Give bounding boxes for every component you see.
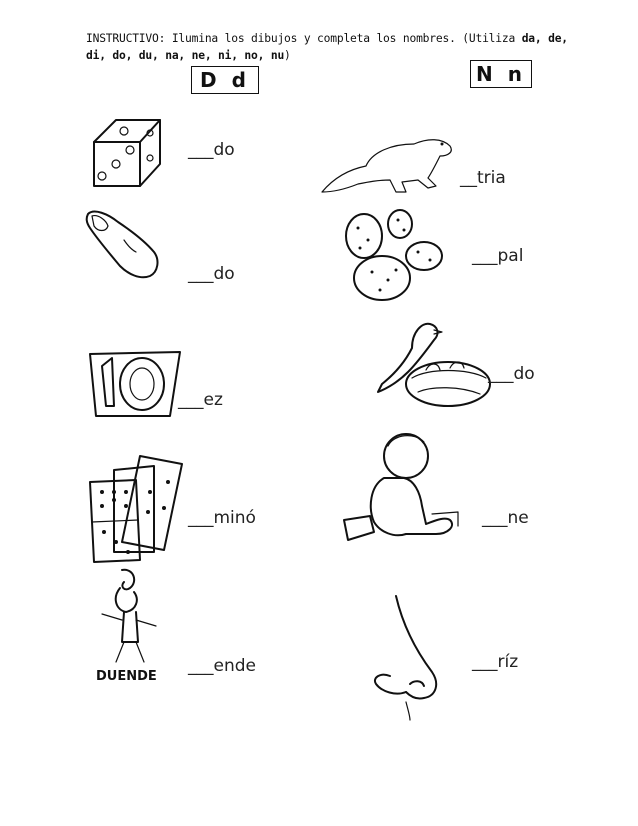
word-nene: ___ne — [482, 508, 529, 528]
bird-nest-icon — [368, 312, 492, 414]
elf-label: DUENDE — [96, 669, 157, 684]
word-duende: ___ende — [188, 656, 256, 676]
word-dado: ___do — [188, 140, 235, 160]
number-ten-icon — [86, 348, 186, 424]
word-nopal: ___pal — [472, 246, 524, 266]
word-nariz: ___ríz — [472, 652, 519, 672]
otter-icon — [318, 126, 458, 202]
word-dedo: ___do — [188, 264, 235, 284]
letter-box-d: D d — [191, 66, 259, 94]
word-diez: ___ez — [178, 390, 223, 410]
dice-icon — [88, 114, 168, 194]
cactus-icon — [338, 204, 448, 310]
finger-icon — [84, 206, 164, 284]
word-domino: ___minó — [188, 508, 256, 528]
nose-icon — [366, 592, 450, 726]
baby-icon — [340, 430, 464, 552]
instructions-lead: INSTRUCTIVO: Ilumina los dibujos y compl… — [86, 32, 522, 45]
domino-icon — [84, 452, 188, 568]
elf-icon: DUENDE — [94, 566, 166, 690]
instructions-syllables: da, de, di, do, du, na, ne, ni, no, nu — [86, 32, 568, 62]
word-nutria: __tria — [460, 168, 506, 188]
instructions-close: ) — [284, 49, 291, 62]
letter-box-n: N n — [470, 60, 532, 88]
word-nido: ___do — [488, 364, 535, 384]
instructions: INSTRUCTIVO: Ilumina los dibujos y compl… — [86, 30, 586, 64]
